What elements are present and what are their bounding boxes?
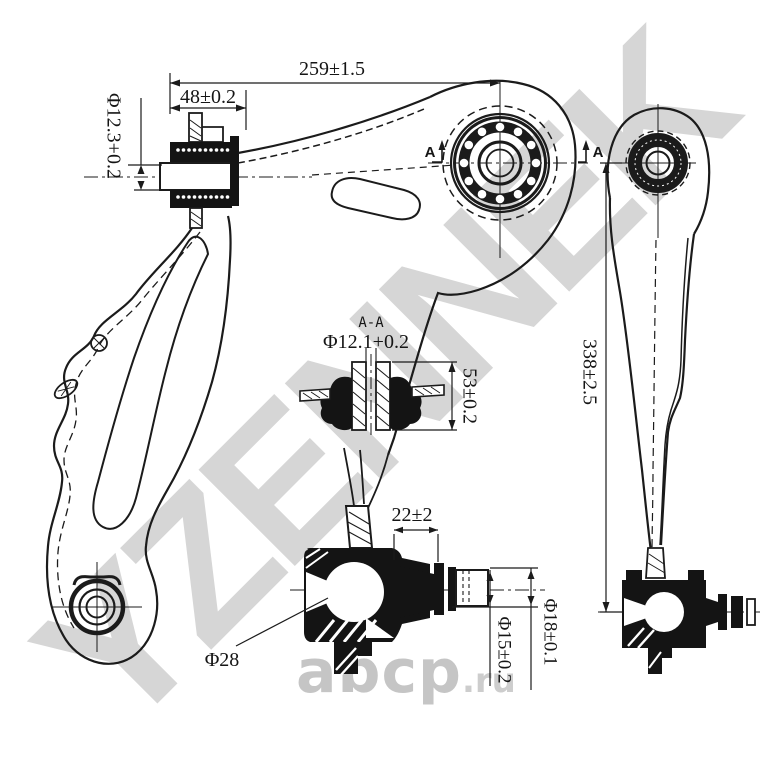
section-rubber-left	[320, 376, 352, 431]
section-cut-markers	[432, 140, 590, 163]
dim-section-height: 53±0.2	[458, 368, 480, 424]
front-bushing	[159, 112, 239, 229]
arm-hole-round	[90, 334, 108, 352]
dim-overall-length: 259±1.5	[299, 58, 365, 80]
arm-left-contour	[45, 215, 232, 665]
bushing-dot-row-bottom	[176, 195, 230, 199]
ball-joint-stud	[434, 563, 489, 615]
section-sleeve	[351, 361, 391, 431]
side-view-bushing	[620, 104, 696, 238]
section-marker-a-left: A	[425, 144, 436, 161]
arm-kidney-cutout	[330, 177, 421, 221]
axis-dashed-line	[311, 164, 456, 176]
dimension-texts: 259±1.5 48±0.2 Φ12.3+0.2 A A A-A Φ12.1+0…	[102, 58, 603, 684]
dim-stud-length: 22±2	[392, 504, 433, 526]
bushing-dot-row-top	[176, 148, 230, 152]
site-watermark-tld: .ru	[461, 661, 516, 701]
front-view	[45, 79, 588, 665]
site-watermark-name: abcp	[296, 637, 462, 707]
ball-diameter-leader	[235, 597, 329, 647]
ball-joint-stud-cone	[398, 566, 434, 618]
arm-hole-slot	[53, 378, 79, 400]
rear-bushing-rollers	[459, 122, 541, 204]
arm-rear-lobe	[386, 79, 577, 456]
section-title: A-A	[358, 315, 384, 331]
section-rubber-right	[390, 376, 422, 431]
dim-ball-diameter: Φ28	[205, 649, 240, 671]
dim-front-bushing-width: 48±0.2	[180, 86, 236, 108]
ball-joint-neck	[344, 505, 374, 549]
dim-side-view-length: 338±2.5	[578, 339, 600, 405]
side-view-ball-joint	[598, 547, 760, 674]
dimensions	[128, 73, 622, 690]
arm-channel-slot	[92, 235, 210, 530]
ball-joint-detail	[235, 505, 545, 677]
site-watermark: abcp.ru	[296, 642, 516, 711]
section-pins	[299, 384, 445, 402]
side-view	[598, 104, 760, 674]
dim-section-bore: Φ12.1+0.2	[323, 331, 409, 353]
housing-hatch	[305, 548, 378, 643]
side-view-head	[606, 107, 711, 235]
dim-front-bushing-bore: Φ12.3+0.2	[102, 93, 124, 179]
dim-stud-diameter-large: Φ18±0.1	[540, 598, 561, 665]
rear-bushing	[428, 80, 588, 258]
lower-bushing	[52, 562, 142, 652]
dim-stud-diameter-small: Φ15±0.2	[494, 616, 515, 683]
section-view	[299, 348, 445, 438]
section-marker-a-right: A	[593, 144, 604, 161]
arm-top-edge	[237, 95, 431, 155]
